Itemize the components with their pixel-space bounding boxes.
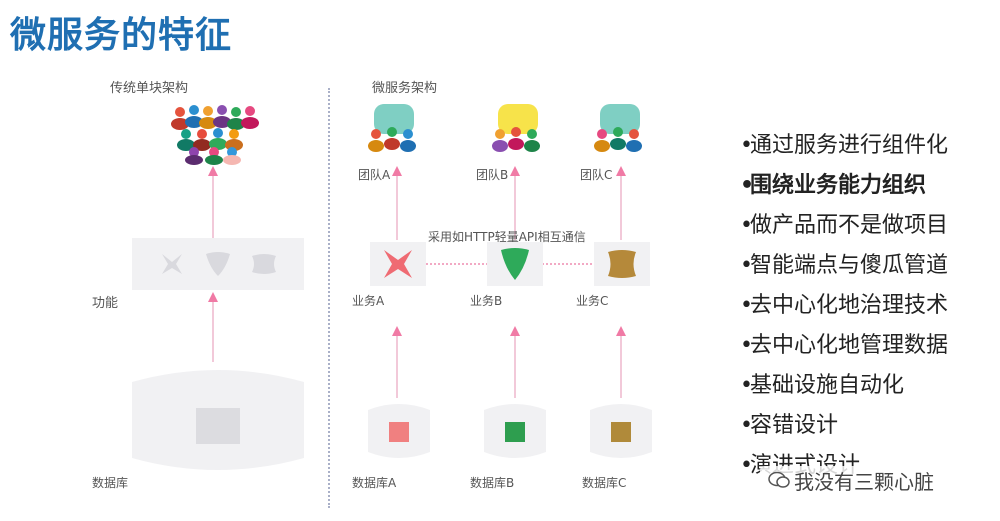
database-label: 数据库	[92, 476, 129, 490]
database-a-icon	[368, 404, 430, 458]
divider	[328, 88, 330, 508]
database-b-icon	[484, 404, 546, 458]
service-b-shape-icon	[501, 248, 529, 280]
arrow-head-icon	[616, 326, 626, 336]
communication-label: 采用如HTTP轻量API相互通信	[428, 230, 586, 244]
service-a-box	[370, 242, 426, 286]
arrow-line	[212, 176, 214, 238]
list-item: •容错设计	[740, 413, 839, 438]
arrow-head-icon	[510, 166, 520, 176]
arrow-head-icon	[392, 326, 402, 336]
arrow-line	[620, 336, 622, 398]
function-shapes-icon	[162, 252, 276, 276]
service-b-label: 业务B	[470, 294, 503, 308]
list-item: •去中心化地治理技术	[740, 293, 949, 318]
arrow-line	[514, 336, 516, 398]
watermark-text: 我没有三颗心脏	[794, 469, 934, 494]
service-a-shape-icon	[384, 250, 412, 278]
arrow-line	[396, 336, 398, 398]
team-c-icon	[594, 104, 642, 152]
arrow-head-icon	[392, 166, 402, 176]
list-item: •智能端点与傻瓜管道	[740, 253, 949, 278]
team-a-icon	[368, 104, 416, 152]
microservice-heading: 微服务架构	[372, 81, 438, 96]
function-label: 功能	[92, 296, 119, 311]
arrow-head-icon	[616, 166, 626, 176]
team-a-label: 团队A	[358, 168, 391, 182]
feature-list: •通过服务进行组件化 •围绕业务能力组织 •做产品而不是做项目 •智能端点与傻瓜…	[740, 126, 1000, 486]
monolith-database-icon	[132, 370, 304, 470]
arrow-head-icon	[510, 326, 520, 336]
arrow-head-icon	[208, 166, 218, 176]
database-a-label: 数据库A	[352, 476, 397, 490]
wechat-icon	[768, 471, 790, 488]
service-c-shape-icon	[608, 250, 636, 278]
list-item: •做产品而不是做项目	[740, 213, 949, 238]
service-a-label: 业务A	[352, 294, 385, 308]
watermark: 我没有三颗心脏	[760, 466, 942, 494]
team-b-icon	[492, 104, 540, 152]
list-item: •围绕业务能力组织	[740, 173, 927, 198]
team-b-label: 团队B	[476, 168, 509, 182]
monolith-team-icon	[171, 105, 259, 165]
team-c-label: 团队C	[580, 168, 613, 182]
function-block	[132, 238, 304, 290]
list-item: •基础设施自动化	[740, 373, 905, 398]
list-item: •通过服务进行组件化	[740, 133, 949, 158]
service-c-box	[594, 242, 650, 286]
page-title: 微服务的特征	[10, 15, 233, 56]
service-c-label: 业务C	[576, 294, 609, 308]
arrow-line	[212, 300, 214, 362]
database-c-icon	[590, 404, 652, 458]
monolith-heading: 传统单块架构	[110, 81, 189, 96]
arrow-line	[514, 176, 516, 240]
service-b-box	[487, 242, 543, 286]
arrow-head-icon	[208, 292, 218, 302]
database-b-label: 数据库B	[470, 476, 515, 490]
arrow-line	[620, 176, 622, 240]
list-item: •去中心化地管理数据	[740, 333, 949, 358]
database-c-label: 数据库C	[582, 476, 627, 490]
arrow-line	[396, 176, 398, 240]
